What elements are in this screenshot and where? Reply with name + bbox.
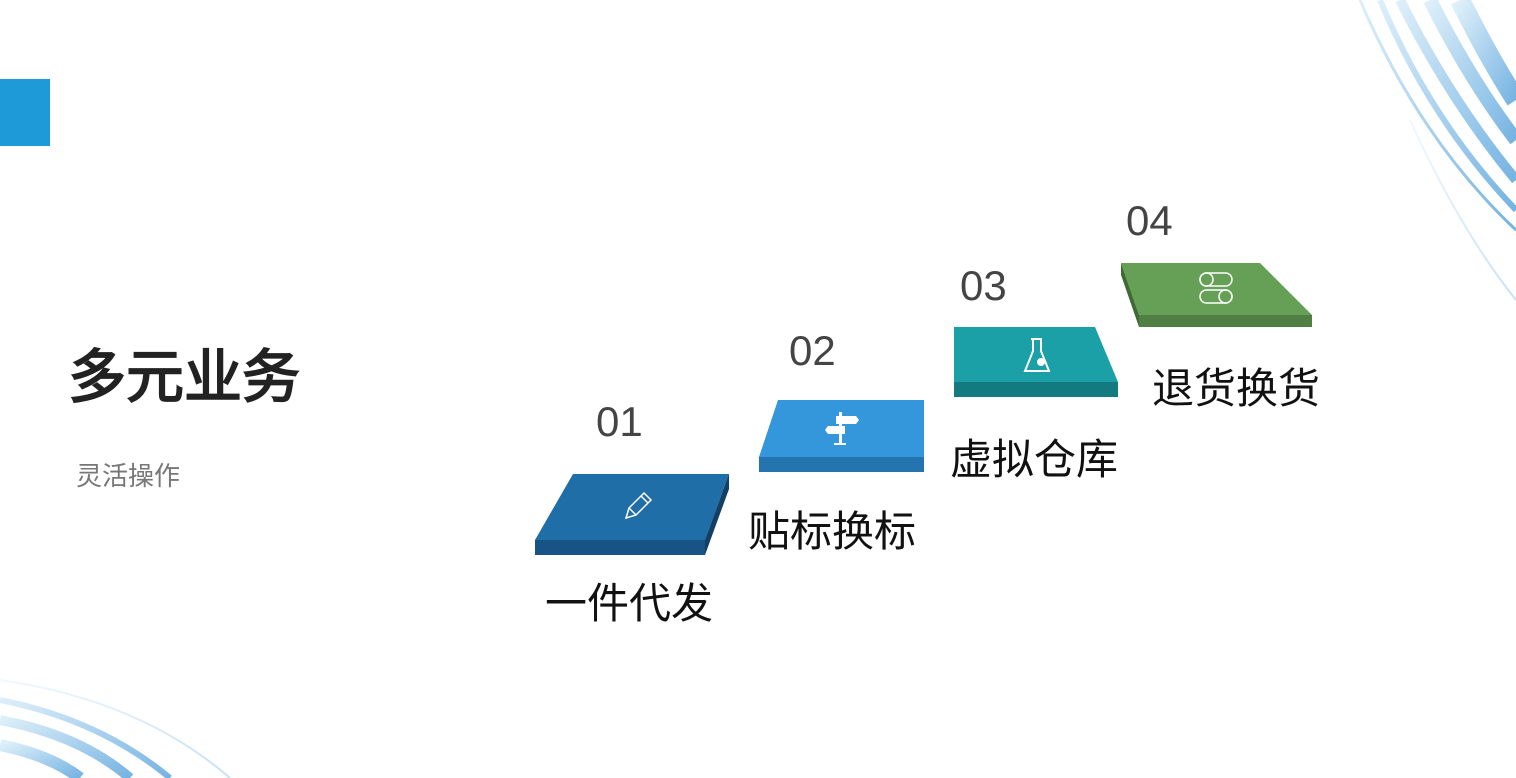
toggle-icon xyxy=(1199,272,1233,304)
pencil-icon xyxy=(624,491,653,520)
step-1-label: 一件代发 xyxy=(545,579,714,628)
step-2-label: 贴标换标 xyxy=(748,507,917,556)
step-3-platform xyxy=(954,327,1118,397)
page-title: 多元业务 xyxy=(68,343,301,411)
step-4-number: 04 xyxy=(1126,197,1173,244)
step-4-platform xyxy=(1121,263,1312,327)
flask-icon xyxy=(1023,338,1051,372)
page-subtitle: 灵活操作 xyxy=(76,462,181,492)
signpost-icon xyxy=(825,412,859,445)
step-2-platform xyxy=(759,400,924,472)
step-3-label: 虚拟仓库 xyxy=(950,435,1119,484)
step-2-number: 02 xyxy=(789,327,836,374)
step-1-platform xyxy=(535,474,729,555)
step-4-label: 退货换货 xyxy=(1152,364,1321,413)
accent-block xyxy=(0,79,50,146)
step-3-number: 03 xyxy=(960,262,1007,309)
step-1-number: 01 xyxy=(596,398,643,445)
